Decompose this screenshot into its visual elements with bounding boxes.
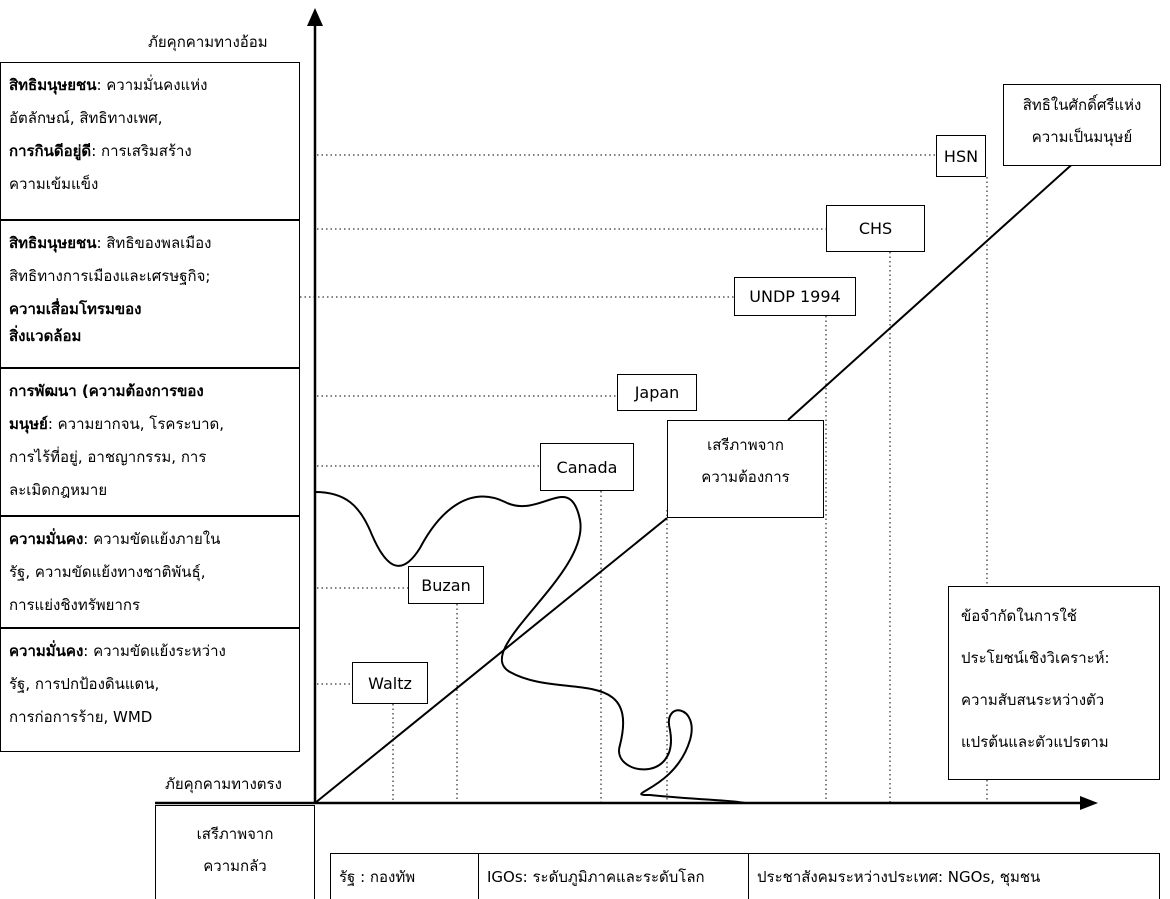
marker-japan: Japan — [617, 374, 697, 411]
freedom-from-fear-box: เสรีภาพจาก ความกลัว — [155, 805, 315, 899]
limitations-line: แปรต้นและตัวแปรตาม — [961, 733, 1109, 751]
limitations-box: ข้อจำกัดในการใช้ ประโยชน์เชิงวิเคราะห์: … — [948, 586, 1160, 780]
box-line: การแย่งชิงทรัพยากร — [9, 596, 141, 614]
actors-strip: รัฐ : กองทัพ IGOs: ระดับภูมิภาคและระดับโ… — [330, 853, 1160, 899]
box-line: สิทธิมนุษยชน: สิทธิของพลเมือง — [9, 234, 212, 252]
marker-waltz: Waltz — [352, 662, 428, 704]
limitations-line: ประโยชน์เชิงวิเคราะห์: — [961, 649, 1110, 667]
marker-canada: Canada — [540, 443, 634, 491]
box-line: การไร้ที่อยู่, อาชญากรรม, การ — [9, 448, 207, 466]
box-line: การพัฒนา (ความต้องการของ — [9, 382, 204, 400]
y-axis-bottom-label: ภัยคุกคามทางตรง — [165, 775, 282, 793]
marker-undp-1994: UNDP 1994 — [734, 277, 856, 316]
actor-igos: IGOs: ระดับภูมิภาคและระดับโลก — [479, 854, 749, 899]
marker-hsn: HSN — [936, 135, 986, 177]
box-line: สิ่งแวดล้อม — [9, 327, 82, 345]
freedom-from-fear-line: ความกลัว — [203, 857, 267, 875]
threat-box-civil-rights: สิทธิมนุษยชน: สิทธิของพลเมือง สิทธิทางกา… — [0, 220, 300, 368]
box-line: สิทธิมนุษยชน: ความมั่นคงแห่ง — [9, 76, 208, 94]
marker-chs: CHS — [826, 205, 925, 252]
squiggle-curve — [314, 491, 746, 804]
box-line: รัฐ, การปกป้องดินแดน, — [9, 675, 160, 693]
box-line: มนุษย์: ความยากจน, โรคระบาด, — [9, 415, 225, 433]
box-line: ความเสื่อมโทรมของ — [9, 300, 142, 318]
diagonal-line-lower — [314, 517, 668, 804]
actor-state: รัฐ : กองทัพ — [331, 854, 479, 899]
limitations-line: ความสับสนระหว่างตัว — [961, 691, 1105, 709]
threat-box-development: การพัฒนา (ความต้องการของ มนุษย์: ความยาก… — [0, 368, 300, 516]
actor-civil-society: ประชาสังคมระหว่างประเทศ: NGOs, ชุมชน — [757, 867, 1041, 886]
freedom-from-fear-line: เสรีภาพจาก — [196, 825, 274, 843]
box-line: ความมั่นคง: ความขัดแย้งภายใน — [9, 530, 221, 548]
box-line: การก่อการร้าย, WMD — [9, 708, 153, 726]
box-line: สิทธิทางการเมืองและเศรษฐกิจ; — [9, 267, 211, 285]
freedom-from-want-box: เสรีภาพจาก ความต้องการ — [667, 420, 824, 518]
box-line: การกินดีอยู่ดี: การเสริมสร้าง — [9, 142, 192, 160]
freedom-from-want-line: เสรีภาพจาก — [707, 436, 784, 454]
box-line: ความมั่นคง: ความขัดแย้งระหว่าง — [9, 642, 226, 660]
human-dignity-line: ความเป็นมนุษย์ — [1031, 128, 1133, 146]
diagonal-arrow-upper — [787, 131, 1109, 421]
marker-buzan: Buzan — [408, 566, 484, 604]
box-line: รัฐ, ความขัดแย้งทางชาติพันธุ์, — [9, 563, 206, 581]
y-axis-arrowhead — [307, 8, 323, 26]
threat-box-interstate-security: ความมั่นคง: ความขัดแย้งระหว่าง รัฐ, การป… — [0, 628, 300, 752]
threat-box-internal-security: ความมั่นคง: ความขัดแย้งภายใน รัฐ, ความขั… — [0, 516, 300, 628]
box-line: ละเมิดกฎหมาย — [9, 481, 108, 499]
y-axis-top-label: ภัยคุกคามทางอ้อม — [148, 33, 268, 51]
freedom-from-want-line: ความต้องการ — [701, 468, 790, 486]
human-dignity-line: สิทธิในศักดิ์ศรีแห่ง — [1022, 96, 1142, 114]
box-line: อัตลักษณ์, สิทธิทางเพศ, — [9, 109, 163, 127]
limitations-line: ข้อจำกัดในการใช้ — [961, 607, 1077, 625]
human-dignity-box: สิทธิในศักดิ์ศรีแห่ง ความเป็นมนุษย์ — [1003, 84, 1161, 166]
box-line: ความเข้มแข็ง — [9, 175, 99, 193]
x-axis-arrowhead — [1080, 796, 1098, 810]
threat-box-human-dignity: สิทธิมนุษยชน: ความมั่นคงแห่ง อัตลักษณ์, … — [0, 62, 300, 220]
